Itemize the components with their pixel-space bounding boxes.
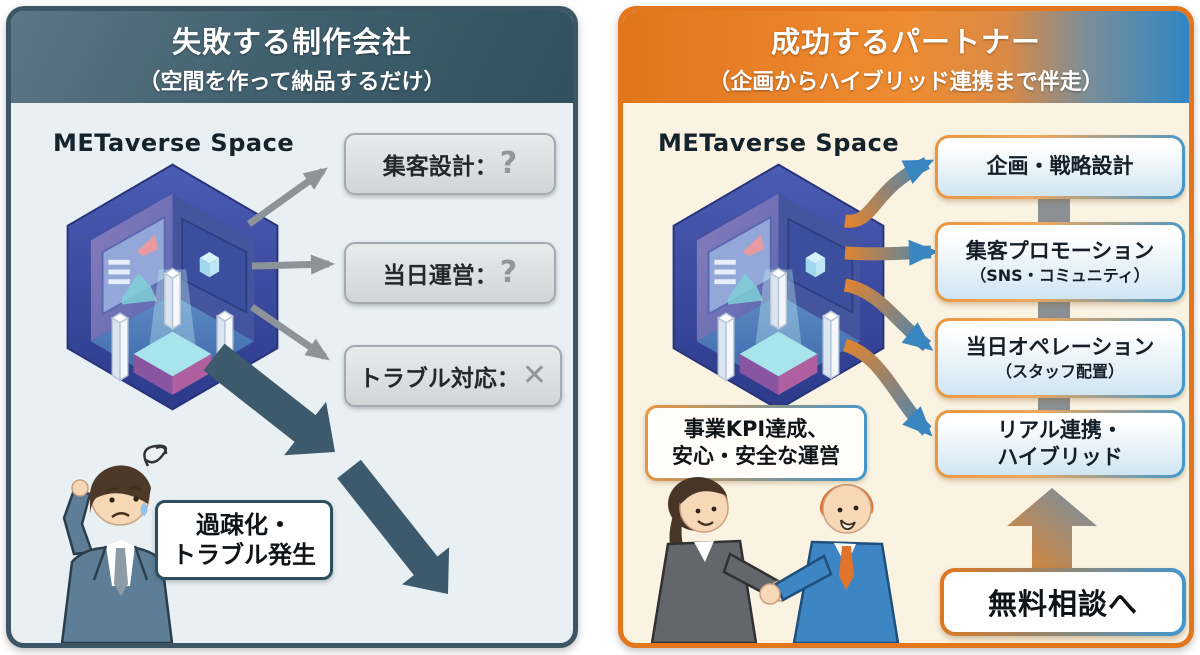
question-mark-icon: ?	[499, 146, 518, 181]
failure-panel: 失敗する制作会社 （空間を作って納品するだけ） METaverse Space …	[6, 6, 578, 648]
issue-label: 当日運営：	[382, 263, 498, 289]
kpi-line: 安心・安全な運営	[672, 444, 840, 468]
step-label: 集客プロモーション	[965, 239, 1155, 264]
step-label: ハイブリッド	[997, 445, 1123, 469]
metaverse-room-illustration	[651, 151, 906, 423]
metaverse-space-label: METaverse Space	[53, 129, 295, 157]
sweat-drop-icon	[140, 502, 148, 516]
step-box-operation: 当日オペレーション （スタッフ配置）	[935, 318, 1185, 398]
issue-box-operation: 当日運営： ?	[344, 242, 556, 304]
decline-arrow-icon-lower	[337, 459, 450, 594]
issue-label: 集客設計：	[382, 154, 498, 180]
worried-person-illustration	[60, 444, 174, 643]
step-connector-bar	[1038, 166, 1070, 451]
handshake-illustration	[650, 477, 900, 643]
kpi-line: 事業KPI達成、	[683, 416, 829, 441]
metaverse-space-label: METaverse Space	[658, 129, 900, 157]
metaverse-room-illustration	[45, 151, 300, 423]
step-label: 当日オペレーション	[965, 335, 1155, 360]
step-box-planning: 企画・戦略設計	[935, 135, 1185, 199]
question-mark-icon: ?	[499, 255, 518, 290]
step-label: リアル連携・	[997, 417, 1123, 442]
issue-box-attraction: 集客設計： ?	[344, 133, 556, 195]
man-face	[822, 484, 872, 534]
cta-label: 無料相談へ	[987, 587, 1138, 621]
cross-mark-icon: ✕	[521, 358, 548, 393]
step-box-hybrid: リアル連携・ ハイブリッド	[935, 410, 1185, 478]
step-box-promotion: 集客プロモーション （SNS・コミュニティ）	[935, 222, 1185, 302]
failure-subtitle: （空間を作って納品するだけ）	[138, 69, 446, 95]
up-arrow-icon	[1007, 488, 1097, 568]
result-line: トラブル発生	[172, 541, 316, 569]
success-panel: 成功するパートナー （企画からハイブリッド連携まで伴走） METaverse S…	[618, 6, 1194, 648]
result-line: 過疎化・	[196, 511, 292, 539]
issue-box-trouble: トラブル対応： ✕	[344, 345, 562, 407]
success-title: 成功するパートナー	[770, 24, 1041, 59]
kpi-result-box: 事業KPI達成、 安心・安全な運営	[645, 405, 867, 481]
hand	[71, 479, 89, 497]
step-sublabel: （スタッフ配置）	[995, 361, 1124, 381]
success-header: 成功するパートナー （企画からハイブリッド連携まで伴走）	[623, 11, 1189, 103]
failure-title: 失敗する制作会社	[171, 24, 412, 59]
failure-header: 失敗する制作会社 （空間を作って納品するだけ）	[11, 11, 573, 103]
failure-result-box: 過疎化・ トラブル発生	[155, 500, 333, 580]
tie	[114, 548, 128, 596]
man-tie	[839, 546, 854, 590]
step-sublabel: （SNS・コミュニティ）	[970, 265, 1150, 285]
raised-arm	[62, 488, 94, 556]
man-arm	[774, 554, 833, 602]
success-subtitle: （企画からハイブリッド連携まで伴走）	[708, 69, 1104, 95]
hair	[90, 465, 151, 514]
step-label: 企画・戦略設計	[986, 154, 1134, 179]
confusion-squiggle-icon	[143, 444, 168, 467]
free-consultation-button[interactable]: 無料相談へ	[940, 568, 1186, 636]
issue-label: トラブル対応：	[358, 366, 520, 392]
